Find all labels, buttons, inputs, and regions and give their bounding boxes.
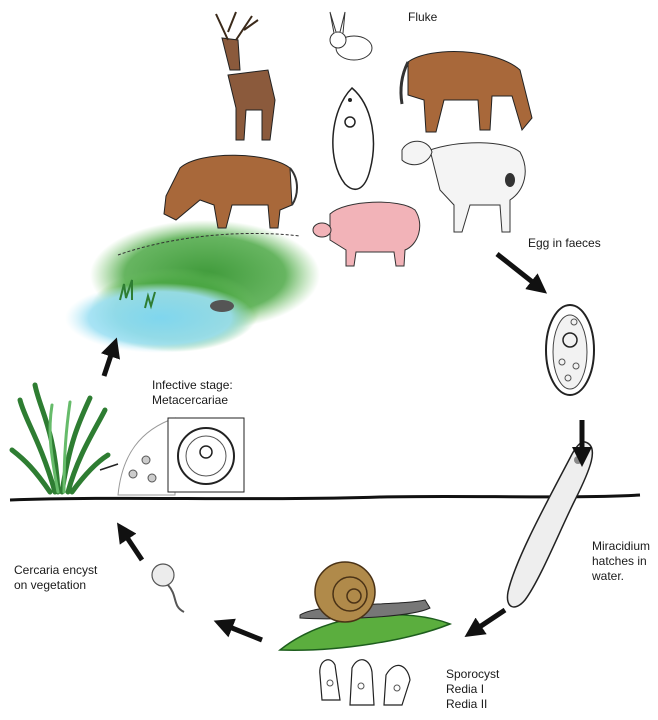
label-redia-1: Redia I: [446, 682, 499, 697]
arrow-to-snail: [472, 610, 505, 632]
adult-fluke: [333, 88, 374, 189]
horse-host: [401, 52, 532, 132]
label-miracidium: Miracidium hatches in water.: [592, 539, 650, 584]
arrow-to-pasture: [104, 346, 114, 376]
label-egg-in-faeces: Egg in faeces: [528, 236, 601, 251]
snail-in-pond: [210, 300, 234, 312]
pasture-scene: [65, 220, 320, 353]
deer-host: [216, 12, 275, 140]
leaf: [280, 615, 450, 651]
label-sporocyst: Sporocyst: [446, 667, 499, 682]
label-fluke-text: Fluke: [408, 10, 437, 25]
label-snail-stages: Sporocyst Redia I Redia II: [446, 667, 499, 712]
sheep-host: [402, 141, 525, 232]
label-redia-2: Redia II: [446, 697, 499, 712]
label-cercaria-line-2: on vegetation: [14, 578, 97, 593]
label-infective-line-2: Metacercariae: [152, 393, 233, 408]
label-cercaria-line-1: Cercaria encyst: [14, 563, 97, 578]
rabbit-host: [330, 12, 372, 60]
miracidium: [507, 442, 592, 607]
snail-host: [280, 562, 450, 650]
label-cercaria: Cercaria encyst on vegetation: [14, 563, 97, 593]
water-pond: [65, 283, 255, 353]
cow-host: [164, 155, 297, 228]
fluke-egg: [546, 305, 594, 395]
metacercariae-callout: [100, 418, 244, 495]
label-egg-text: Egg in faeces: [528, 236, 601, 251]
pig-host: [313, 202, 420, 266]
label-miracidium-line-2: hatches in: [592, 554, 650, 569]
ground-line: [10, 495, 640, 500]
sporocyst-redia-sketches: [320, 660, 410, 705]
label-fluke: Fluke: [408, 10, 437, 25]
label-infective-stage: Infective stage: Metacercariae: [152, 378, 233, 408]
label-miracidium-line-1: Miracidium: [592, 539, 650, 554]
arrow-to-cercaria: [222, 624, 262, 640]
cercaria: [152, 564, 184, 612]
label-infective-line-1: Infective stage:: [152, 378, 233, 393]
snail-shell: [315, 562, 375, 622]
label-miracidium-line-3: water.: [592, 569, 650, 584]
vegetation: [12, 385, 108, 492]
arrow-to-vegetation: [122, 530, 142, 560]
arrow-egg: [497, 254, 540, 288]
